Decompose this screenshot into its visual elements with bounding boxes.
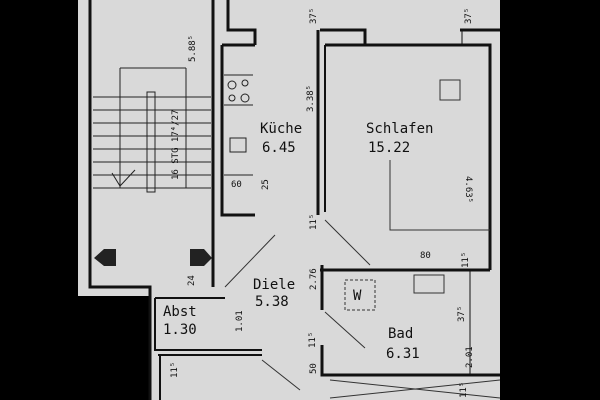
arrow-left-icon <box>94 249 116 266</box>
stairs-height: 5.88⁵ <box>188 35 198 62</box>
washer-label: W <box>353 288 362 304</box>
arrow-right-icon <box>190 249 212 266</box>
door-swings <box>224 219 371 391</box>
cutout <box>78 296 150 400</box>
dim-463: 4.63⁵ <box>463 176 473 203</box>
dim-24: 24 <box>187 275 197 286</box>
room-area-diele: 5.38 <box>255 294 289 310</box>
dim-115d: 11⁵ <box>170 362 180 378</box>
dim-115b: 11⁵ <box>461 252 471 268</box>
dim-60: 60 <box>231 180 242 190</box>
dim-37b: 37⁵ <box>464 8 474 24</box>
room-name-bad: Bad <box>388 326 413 342</box>
dim-115a: 11⁵ <box>309 214 319 230</box>
walls <box>88 0 500 400</box>
dim-115c: 11⁵ <box>308 332 318 348</box>
room-name-abst: Abst <box>163 304 197 320</box>
dim-25: 25 <box>261 179 271 190</box>
staircase <box>93 67 211 193</box>
dim-50: 50 <box>309 363 319 374</box>
dim-375: 37⁵ <box>457 306 467 322</box>
room-area-kueche: 6.45 <box>262 140 296 156</box>
dim-80: 80 <box>420 251 431 261</box>
room-area-bad: 6.31 <box>386 346 420 362</box>
dim-115e: 11⁵ <box>459 382 469 398</box>
kitchen-fixtures <box>224 74 253 176</box>
room-area-schlafen: 15.22 <box>368 140 410 156</box>
stairs-label: 16 STG 17⁴/27 <box>171 110 181 180</box>
dim-101: 1.01 <box>235 310 245 332</box>
room-name-diele: Diele <box>253 277 295 293</box>
dim-338: 3.38⁵ <box>306 85 316 112</box>
room-name-kueche: Küche <box>260 121 302 137</box>
dim-37a: 37⁵ <box>309 8 319 24</box>
room-name-schlafen: Schlafen <box>366 121 433 137</box>
room-area-abst: 1.30 <box>163 322 197 338</box>
fixtures <box>329 79 501 399</box>
dim-201: 2.01 <box>465 346 475 368</box>
dim-276: 2.76 <box>309 268 319 290</box>
